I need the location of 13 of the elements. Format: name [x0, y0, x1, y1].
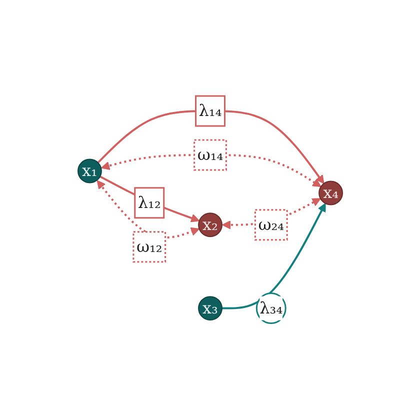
edge-label: ω₂₄	[254, 209, 288, 241]
edge-label: ω₁₂	[132, 231, 166, 263]
sphere-node: x₁	[77, 159, 102, 184]
edge-label: ω₁₄	[193, 140, 227, 172]
arrow	[97, 110, 324, 184]
sphere-node: x₂	[198, 212, 222, 238]
edge-label: λ₁₄	[194, 96, 226, 128]
arrow	[96, 180, 200, 239]
arrow	[222, 203, 326, 310]
edge-label: λ₁₂	[134, 187, 164, 219]
sphere-node: x₃	[198, 296, 222, 321]
sphere-node: x₄	[318, 181, 343, 206]
edge-label: λ₃₄	[256, 292, 286, 324]
